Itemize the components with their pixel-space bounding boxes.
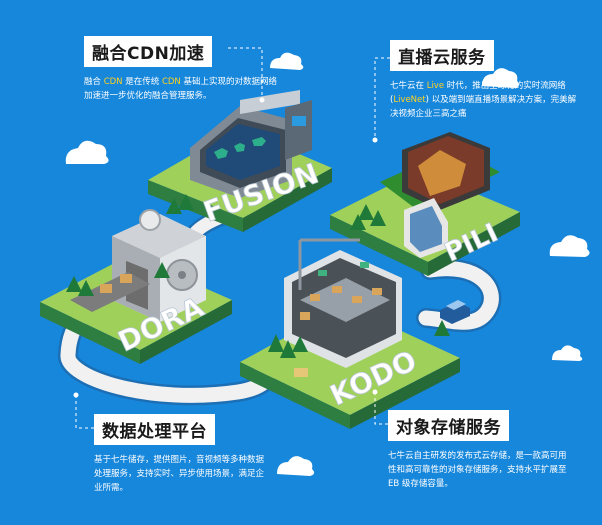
pili-monitor [402, 132, 490, 258]
tree-decoration [66, 194, 450, 358]
pili-callout-description: 七牛云在 Live 时代，推出全球化的实时流网络 (LiveNet) 以及端到端… [390, 79, 578, 121]
kodo-warehouse [284, 238, 402, 377]
fusion-desc-segment: 基础上实现的对数据网络加速进一步优化的融合管理服务。 [84, 77, 277, 101]
pili-desc-segment: 时代，推出全球化的实时流网络 ( [390, 81, 566, 105]
dora-callout-description: 基于七牛储存，提供图片，音视频等多种数据处理服务，支持实时、异步使用场景，满足企… [94, 453, 266, 495]
kodo-callout-description: 七牛云自主研发的发布式云存储，是一款高可用性和高可靠性的对象存储服务，支持水平扩… [388, 449, 574, 491]
dora-desc-segment: 基于七牛储存，提供图片，音视频等多种数据处理服务，支持实时、异步使用场景，满足企… [94, 455, 265, 493]
fusion-callout-title: 融合CDN加速 [84, 36, 213, 67]
dora-callout: 数据处理平台 基于七牛储存，提供图片，音视频等多种数据处理服务，支持实时、异步使… [94, 414, 266, 495]
fusion-building [190, 90, 312, 198]
connector-dots [73, 97, 378, 398]
fusion-desc-segment: 是在传统 [122, 77, 162, 87]
pili-desc-segment: ) 以及端到端直播场景解决方案，完美解决视频企业三高之痛 [390, 95, 577, 119]
car-decoration [440, 300, 470, 324]
pili-desc-segment: 七牛云在 [390, 81, 427, 91]
connector-lines [75, 47, 390, 429]
pili-desc-segment: Live [426, 81, 445, 91]
kodo-callout-title: 对象存储服务 [388, 410, 509, 441]
pili-desc-segment: LiveNet [393, 95, 426, 105]
fusion-desc-segment: CDN [161, 77, 181, 87]
fusion-callout: 融合CDN加速 融合 CDN 是在传统 CDN 基础上实现的对数据网络加速进一步… [84, 36, 284, 103]
pili-callout: 直播云服务 七牛云在 Live 时代，推出全球化的实时流网络 (LiveNet)… [390, 40, 578, 121]
dora-callout-title: 数据处理平台 [94, 414, 215, 445]
fusion-callout-description: 融合 CDN 是在传统 CDN 基础上实现的对数据网络加速进一步优化的融合管理服… [84, 75, 284, 103]
cloud-decoration [65, 52, 590, 476]
fusion-desc-segment: 融合 [84, 77, 104, 87]
pili-callout-title: 直播云服务 [390, 40, 494, 71]
fusion-desc-segment: CDN [103, 77, 123, 87]
kodo-callout: 对象存储服务 七牛云自主研发的发布式云存储，是一款高可用性和高可靠性的对象存储服… [388, 410, 574, 491]
kodo-desc-segment: 七牛云自主研发的发布式云存储，是一款高可用性和高可靠性的对象存储服务，支持水平扩… [388, 451, 567, 489]
